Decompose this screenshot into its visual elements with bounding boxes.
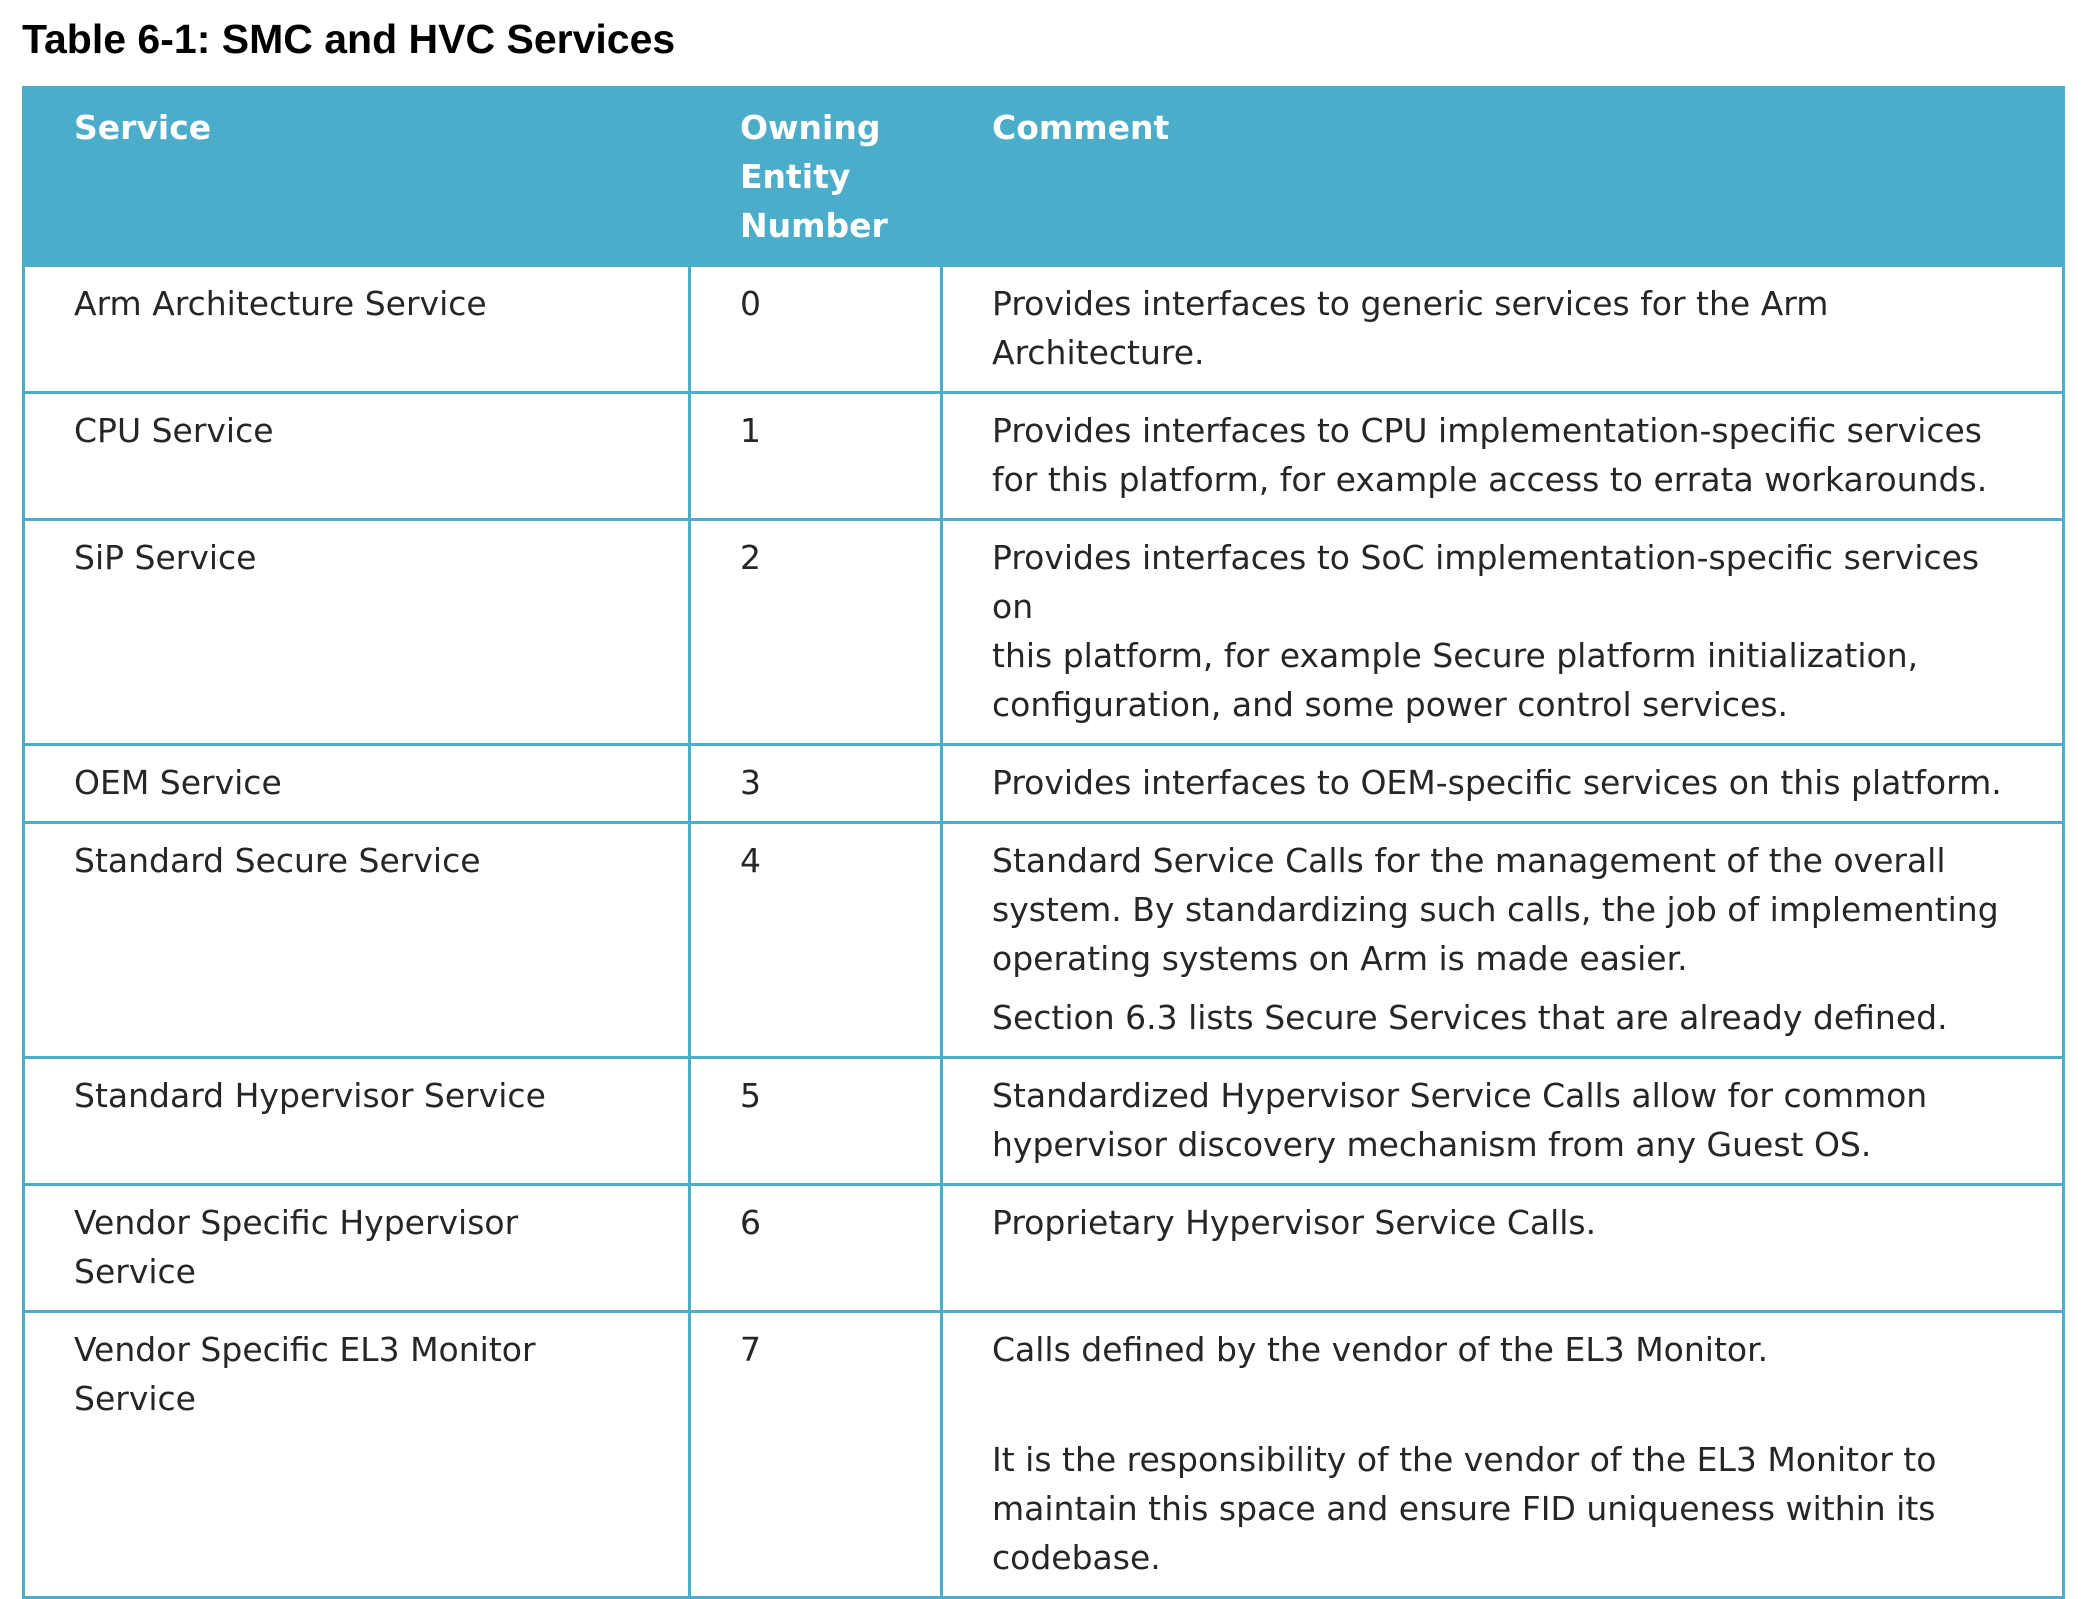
comment-cell: Provides interfaces to CPU implementatio… [940,391,2065,521]
service-name: Standard Secure Service [74,841,481,880]
header-owning-entity-number: Owning Entity Number [688,86,943,267]
comment-cell: Standardized Hypervisor Service Calls al… [940,1056,2065,1186]
table-row: SiP Service 2 Provides interfaces to SoC i… [22,518,2065,746]
service-cell: CPU Service [22,391,691,521]
owning-entity-number-cell: 3 [688,743,943,824]
header-service: Service [22,86,691,267]
owning-entity-number-cell: 2 [688,518,943,746]
comment-paragraph: Proprietary Hypervisor Service Calls. [992,1198,2014,1247]
comment-line: Standardized Hypervisor Service Calls al… [992,1076,1928,1115]
service-name: Vendor Specific Hypervisor Service [74,1203,519,1291]
comment-paragraph: Standardized Hypervisor Service Calls al… [992,1071,2014,1169]
comment-line: this platform, for example Secure platfo… [992,636,1919,675]
comment-line: Proprietary Hypervisor Service Calls. [992,1203,1597,1242]
header-row: Service Owning Entity Number Comment [22,86,2065,267]
table-row: Standard Hypervisor Service 5 Standardized… [22,1056,2065,1186]
table-row: Arm Architecture Service 0 Provides interf… [22,264,2065,394]
service-name: Arm Architecture Service [74,284,487,323]
comment-cell: Provides interfaces to OEM-specific serv… [940,743,2065,824]
comment-cell: Proprietary Hypervisor Service Calls. [940,1183,2065,1313]
comment-cell: Calls defined by the vendor of the EL3 M… [940,1310,2065,1599]
comment-line: It is the responsibility of the vendor o… [992,1440,1937,1479]
comment-line: operating systems on Arm is made easier. [992,939,1688,978]
header-owner-line: Owning [740,108,881,147]
owning-entity-number-cell: 4 [688,821,943,1059]
comment-line: Section 6.3 lists Secure Services that a… [992,998,1948,1037]
header-owner-line: Number [740,206,888,245]
comment-line: hypervisor discovery mechanism from any … [992,1125,1872,1164]
comment-paragraph: Provides interfaces to OEM-specific serv… [992,758,2014,807]
comment-line: codebase. [992,1538,1161,1577]
comment-cell: Provides interfaces to generic services … [940,264,2065,394]
owning-entity-number-cell: 0 [688,264,943,394]
owning-entity-number-cell: 5 [688,1056,943,1186]
table-row: OEM Service 3 Provides interfaces to OEM-s… [22,743,2065,824]
service-cell: Vendor Specific Hypervisor Service [22,1183,691,1313]
comment-line: configuration, and some power control se… [992,685,1789,724]
comment-line: Standard Service Calls for the managemen… [992,841,1946,880]
table-row: Vendor Specific Hypervisor Service 6 Propr… [22,1183,2065,1313]
service-name: Service [74,1379,196,1418]
service-name: OEM Service [74,763,282,802]
service-name: Vendor Specific EL3 Monitor [74,1330,536,1369]
comment-line: maintain this space and ensure FID uniqu… [992,1489,1936,1528]
comment-line: Provides interfaces to OEM-specific serv… [992,763,2002,802]
comment-line: Architecture. [992,333,1205,372]
service-name: CPU Service [74,411,274,450]
comment-paragraph: Calls defined by the vendor of the EL3 M… [992,1325,2014,1374]
services-table: Service Owning Entity Number Comment Arm… [22,86,2065,1599]
comment-cell: Provides interfaces to SoC implementatio… [940,518,2065,746]
service-name: SiP Service [74,538,257,577]
comment-cell: Standard Service Calls for the managemen… [940,821,2065,1059]
service-cell: Standard Secure Service [22,821,691,1059]
header-comment: Comment [940,86,2065,267]
owning-entity-number-cell: 6 [688,1183,943,1313]
comment-line: Provides interfaces to SoC implementatio… [992,538,1980,626]
table-row: Standard Secure Service 4 Standard Service… [22,821,2065,1059]
owning-entity-number-cell: 1 [688,391,943,521]
comment-paragraph: It is the responsibility of the vendor o… [992,1435,2014,1582]
comment-paragraph: Section 6.3 lists Secure Services that a… [992,993,2014,1042]
service-cell: OEM Service [22,743,691,824]
service-cell: Standard Hypervisor Service [22,1056,691,1186]
comment-line: Provides interfaces to CPU implementatio… [992,411,1982,450]
comment-line: Calls defined by the vendor of the EL3 M… [992,1330,1769,1369]
comment-paragraph: Provides interfaces to CPU implementatio… [992,406,2014,504]
service-name: Standard Hypervisor Service [74,1076,546,1115]
table-header: Service Owning Entity Number Comment [22,86,2065,267]
comment-paragraph: Standard Service Calls for the managemen… [992,836,2014,983]
comment-line: system. By standardizing such calls, the… [992,890,1999,929]
comment-line: Provides interfaces to generic services … [992,284,1829,323]
service-cell: Arm Architecture Service [22,264,691,394]
comment-paragraph: Provides interfaces to SoC implementatio… [992,533,2014,729]
header-owner-line: Entity [740,157,851,196]
comment-paragraph: Provides interfaces to generic services … [992,279,2014,377]
table-row: CPU Service 1 Provides interfaces to CPU i… [22,391,2065,521]
table-caption: Table 6-1: SMC and HVC Services [22,16,676,62]
comment-line: for this platform, for example access to… [992,460,1988,499]
service-cell: SiP Service [22,518,691,746]
owning-entity-number-cell: 7 [688,1310,943,1599]
